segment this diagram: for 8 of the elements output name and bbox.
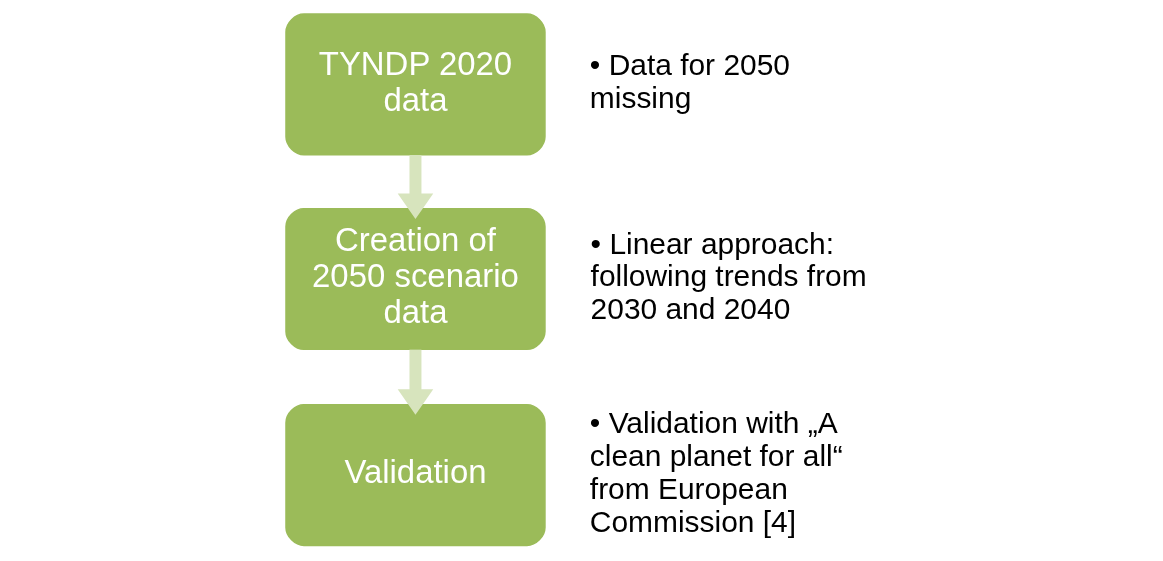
node-label: • Data for 2050 missing <box>589 48 790 115</box>
node-label: • Linear approach: following trends from 2030 and 2040 <box>590 226 867 326</box>
node-box: Validation <box>284 404 546 547</box>
arrow <box>397 155 433 219</box>
node-box: Creation of 2050 scenario data <box>284 207 546 351</box>
arrow <box>397 349 433 415</box>
node-box: TYNDP 2020 data <box>284 13 546 156</box>
node-label: • Validation with „A clean planet for all“ from European Commission [4] <box>589 406 843 538</box>
